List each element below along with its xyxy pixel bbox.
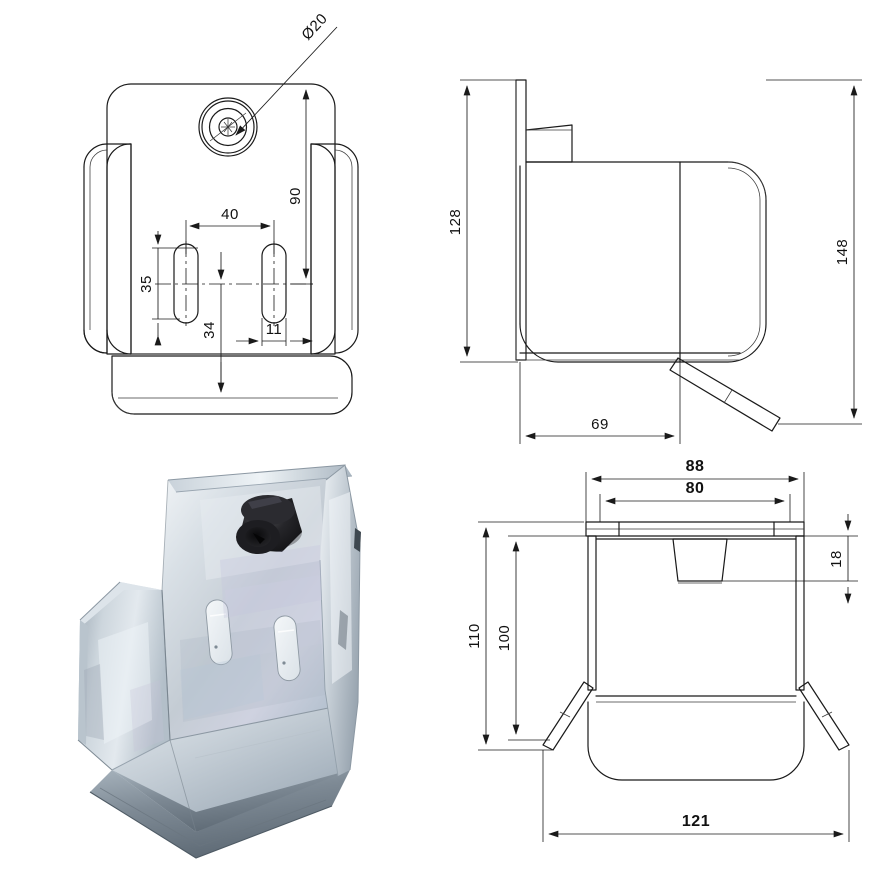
product-photo-image <box>20 440 420 860</box>
dim-label-11: 11 <box>266 321 283 338</box>
rubber-bush <box>236 495 302 554</box>
product-photo <box>20 440 420 860</box>
dim-label-40: 40 <box>221 206 239 223</box>
dim-label-148: 148 <box>834 239 851 266</box>
dim-label-90: 90 <box>287 187 304 205</box>
dim-35: 35 <box>138 231 198 346</box>
top-view: 88 80 110 100 <box>466 458 858 842</box>
dim-label-110: 110 <box>466 623 483 648</box>
slot-left <box>173 241 199 326</box>
dim-label-34: 34 <box>201 321 218 339</box>
dim-34: 34 <box>201 252 225 393</box>
front-view: Ø20 90 40 35 3 <box>83 10 359 415</box>
dim-90: 90 <box>287 83 313 285</box>
slot-right <box>261 241 287 326</box>
dim-18: 18 <box>722 514 858 604</box>
dim-label-18: 18 <box>828 550 845 568</box>
dim-69: 69 <box>519 362 681 444</box>
dim-100: 100 <box>496 535 586 741</box>
slot-right-photo <box>273 615 301 682</box>
side-view: 128 148 69 <box>447 79 862 444</box>
slot-left-photo <box>205 599 233 666</box>
dim-11: 11 <box>236 318 313 346</box>
dim-121: 121 <box>542 750 850 842</box>
dim-label-80: 80 <box>686 480 705 497</box>
dim-40: 40 <box>185 206 275 254</box>
dim-128: 128 <box>447 79 518 363</box>
dim-88: 88 <box>585 458 805 522</box>
dim-80: 80 <box>599 480 791 522</box>
dim-148: 148 <box>766 79 862 425</box>
dim-label-35: 35 <box>138 275 155 293</box>
dim-110: 110 <box>466 521 584 751</box>
dim-label-128: 128 <box>447 209 464 236</box>
dim-label-121: 121 <box>682 813 710 830</box>
dim-label-100: 100 <box>496 625 513 652</box>
dim-label-88: 88 <box>686 458 705 475</box>
screw-hole-detail <box>198 97 258 157</box>
dim-label-69: 69 <box>591 416 609 433</box>
